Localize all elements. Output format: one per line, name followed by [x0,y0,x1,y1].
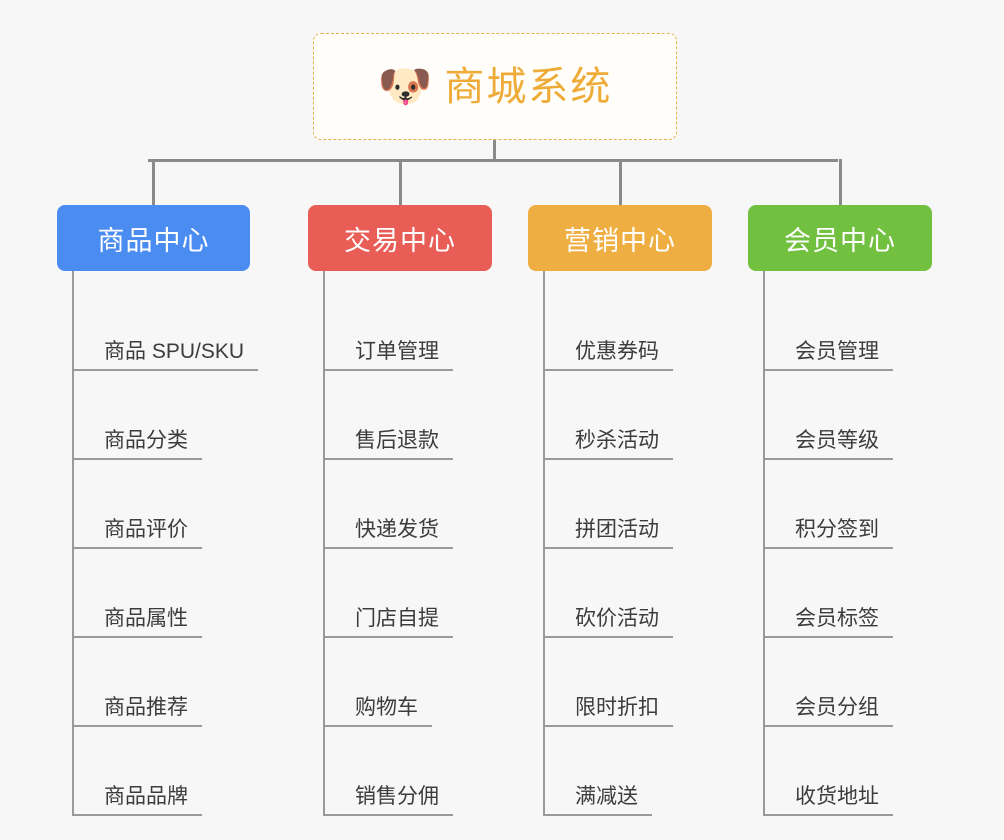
leaf-item[interactable]: 商品评价 [72,509,202,549]
leaf-underline [543,814,652,816]
horizontal-bus-connector [148,159,838,162]
leaf-underline [72,814,202,816]
leaf-label: 会员标签 [795,607,879,630]
category-box-2[interactable]: 交易中心 [308,205,492,271]
leaf-label: 门店自提 [355,607,439,630]
leaf-label: 订单管理 [355,340,439,363]
leaf-item[interactable]: 商品推荐 [72,687,202,727]
root-node[interactable]: 🐶 商城系统 [313,33,677,140]
leaf-label: 售后退款 [355,429,439,452]
leaf-item[interactable]: 会员等级 [763,420,893,460]
leaf-underline [72,458,202,460]
leaf-underline [72,547,202,549]
leaf-underline [543,636,673,638]
leaf-label: 商品评价 [104,518,188,541]
leaf-item[interactable]: 会员标签 [763,598,893,638]
category-box-3[interactable]: 营销中心 [528,205,712,271]
leaf-item[interactable]: 销售分佣 [323,776,453,816]
leaf-item[interactable]: 会员分组 [763,687,893,727]
leaf-underline [543,458,673,460]
shiba-dog-emoji: 🐶 [377,61,433,111]
leaf-item[interactable]: 满减送 [543,776,652,816]
leaf-item[interactable]: 秒杀活动 [543,420,673,460]
leaf-item[interactable]: 限时折扣 [543,687,673,727]
leaf-label: 会员分组 [795,696,879,719]
leaf-underline [323,814,453,816]
leaf-item[interactable]: 商品 SPU/SKU [72,331,259,371]
leaf-label: 商品品牌 [104,785,188,808]
leaf-label: 快递发货 [355,518,439,541]
leaf-underline [763,636,893,638]
branch-drop-connector-2 [398,159,402,205]
branch-drop-connector-4 [838,159,842,205]
leaf-underline [543,725,673,727]
category-label: 营销中心 [564,225,676,256]
leaf-item[interactable]: 购物车 [323,687,432,727]
leaf-underline [763,458,893,460]
leaf-label: 会员等级 [795,429,879,452]
category-box-4[interactable]: 会员中心 [748,205,932,271]
leaf-item[interactable]: 收货地址 [763,776,893,816]
leaf-underline [323,458,453,460]
leaf-item[interactable]: 门店自提 [323,598,453,638]
leaf-item[interactable]: 订单管理 [323,331,453,371]
category-label: 商品中心 [97,225,210,256]
leaf-item[interactable]: 商品属性 [72,598,202,638]
leaf-item[interactable]: 商品品牌 [72,776,202,816]
leaf-label: 优惠券码 [575,340,659,363]
branch-trunk-line [72,271,74,816]
leaf-label: 商品属性 [104,607,188,630]
leaf-item[interactable]: 会员管理 [763,331,893,371]
leaf-label: 拼团活动 [575,518,659,541]
leaf-underline [72,636,202,638]
leaf-item[interactable]: 优惠券码 [543,331,673,371]
leaf-underline [72,725,202,727]
leaf-underline [323,369,453,371]
leaf-item[interactable]: 积分签到 [763,509,893,549]
branch-trunk-line [323,271,325,816]
leaf-underline [763,369,893,371]
leaf-underline [323,725,432,727]
leaf-underline [543,369,673,371]
leaf-item[interactable]: 拼团活动 [543,509,673,549]
branch-drop-connector-1 [152,159,155,205]
leaf-item[interactable]: 售后退款 [323,420,453,460]
leaf-underline [72,369,259,371]
root-title: 商城系统 [444,64,613,109]
leaf-label: 会员管理 [795,340,879,363]
leaf-underline [323,547,453,549]
leaf-label: 销售分佣 [355,785,439,808]
category-label: 会员中心 [784,225,896,256]
leaf-label: 收货地址 [795,785,879,808]
branch-trunk-line [763,271,765,816]
leaf-label: 商品 SPU/SKU [104,340,245,363]
leaf-label: 购物车 [355,696,418,719]
root-stem-connector [493,140,496,162]
leaf-item[interactable]: 砍价活动 [543,598,673,638]
leaf-underline [763,814,893,816]
branch-trunk-line [543,271,545,816]
leaf-label: 积分签到 [795,518,879,541]
leaf-label: 秒杀活动 [575,429,659,452]
leaf-label: 商品推荐 [104,696,188,719]
leaf-label: 商品分类 [104,429,188,452]
leaf-underline [763,725,893,727]
leaf-underline [323,636,453,638]
category-box-1[interactable]: 商品中心 [57,205,250,271]
category-label: 交易中心 [344,225,456,256]
leaf-label: 满减送 [575,785,638,808]
leaf-underline [543,547,673,549]
leaf-label: 限时折扣 [575,696,659,719]
leaf-item[interactable]: 商品分类 [72,420,202,460]
leaf-underline [763,547,893,549]
leaf-item[interactable]: 快递发货 [323,509,453,549]
leaf-label: 砍价活动 [575,607,659,630]
branch-drop-connector-3 [618,159,622,205]
